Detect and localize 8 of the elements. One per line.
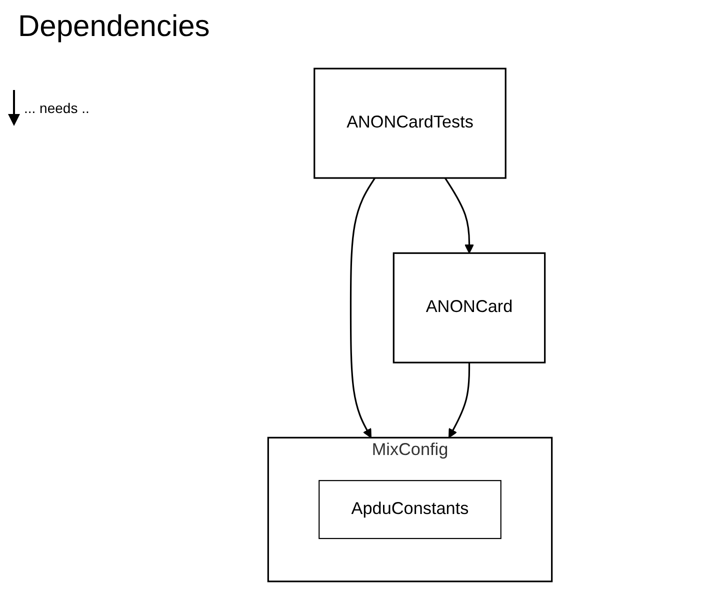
- node-box: ANONCardTests: [314, 68, 506, 179]
- legend-text: ... needs ..: [24, 100, 90, 116]
- diagram-title: Dependencies: [18, 10, 210, 44]
- node-box: ApduConstants: [318, 480, 502, 540]
- arrow: [448, 362, 470, 438]
- arrow: [444, 178, 474, 254]
- node-box: ANONCard: [392, 252, 546, 364]
- arrow: [350, 178, 376, 438]
